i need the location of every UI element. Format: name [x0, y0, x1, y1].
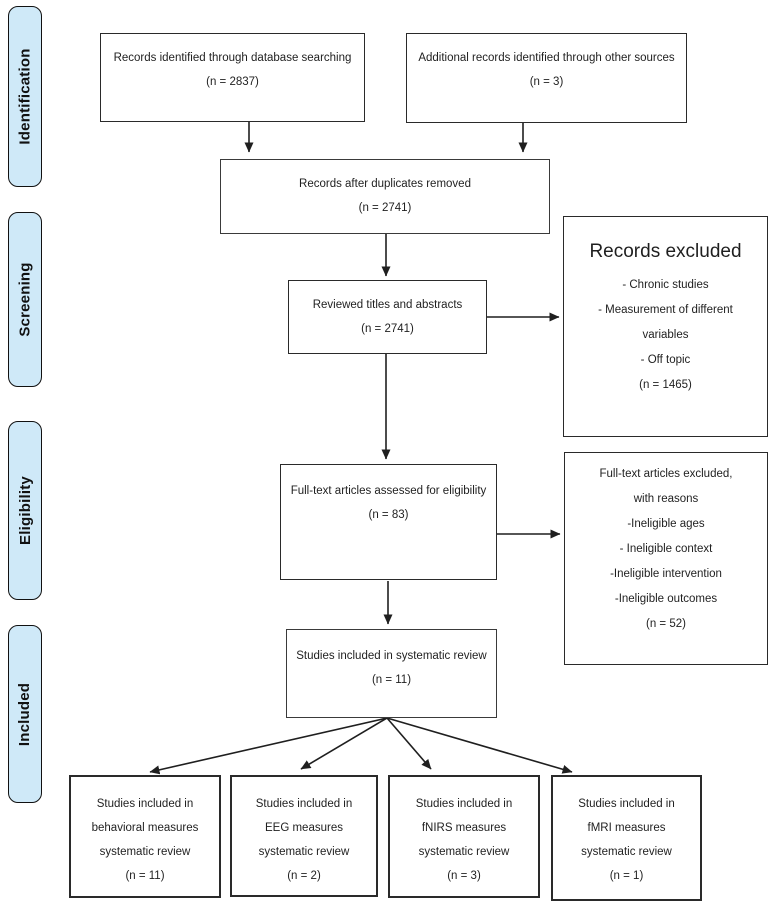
- box-fulltext-assessed: Full-text articles assessed for eligibil…: [280, 464, 497, 580]
- box-count: (n = 2837): [206, 76, 259, 88]
- box-records-excluded: Records excluded - Chronic studies - Mea…: [563, 216, 768, 437]
- box-included-systematic: Studies included in systematic review (n…: [286, 629, 497, 718]
- box-line: Full-text articles assessed for eligibil…: [290, 485, 487, 497]
- stage-label: Eligibility: [16, 476, 34, 545]
- box-line: Studies included in: [415, 798, 513, 810]
- box-eeg-measures: Studies included in EEG measures systema…: [230, 775, 378, 897]
- box-count: (n = 11): [371, 674, 412, 686]
- box-line: systematic review: [581, 846, 672, 858]
- box-line: Studies included in: [96, 798, 194, 810]
- sidebar-stage-screening: Screening: [8, 212, 42, 387]
- box-fmri-measures: Studies included in fMRI measures system…: [551, 775, 702, 901]
- box-count: (n = 2): [287, 870, 321, 882]
- box-line: systematic review: [258, 846, 350, 858]
- box-line: fNIRS measures: [421, 822, 507, 834]
- arrow-fan-eeg: [300, 717, 388, 770]
- box-count: (n = 1465): [639, 379, 692, 391]
- box-count: (n = 3): [529, 76, 564, 88]
- box-titles-abstracts: Reviewed titles and abstracts (n = 2741): [288, 280, 487, 354]
- stage-label: Screening: [16, 262, 34, 337]
- box-fulltext-excluded: Full-text articles excluded, with reason…: [564, 452, 768, 665]
- box-count: (n = 11): [125, 870, 165, 882]
- box-line: Records after duplicates removed: [299, 178, 471, 190]
- box-line: -Ineligible intervention: [610, 568, 722, 580]
- box-line: - Off topic: [640, 354, 691, 366]
- box-duplicates-removed: Records after duplicates removed (n = 27…: [220, 159, 550, 234]
- box-fnirs-measures: Studies included in fNIRS measures syste…: [388, 775, 540, 898]
- box-count: (n = 3): [447, 870, 481, 882]
- box-line: Additional records identified through ot…: [418, 52, 675, 64]
- sidebar-stage-included: Included: [8, 625, 42, 803]
- sidebar-stage-eligibility: Eligibility: [8, 421, 42, 600]
- box-count: (n = 1): [609, 870, 644, 882]
- stage-label: Identification: [16, 48, 34, 145]
- box-records-identified: Records identified through database sear…: [100, 33, 365, 122]
- box-reasons: - Chronic studies - Measurement of diffe…: [564, 273, 767, 398]
- box-line: Full-text articles excluded,: [599, 468, 733, 480]
- box-line: with reasons: [633, 493, 699, 505]
- box-behavioral-measures: Studies included in behavioral measures …: [69, 775, 221, 898]
- box-additional-records: Additional records identified through ot…: [406, 33, 687, 123]
- box-line: systematic review: [418, 846, 510, 858]
- box-line: systematic review: [99, 846, 191, 858]
- box-line: Studies included in: [578, 798, 675, 810]
- box-line: fMRI measures: [587, 822, 666, 834]
- box-count: (n = 52): [646, 618, 686, 630]
- box-count: (n = 2741): [358, 202, 412, 214]
- box-line: Records identified through database sear…: [113, 52, 352, 64]
- arrow-fan-fmri: [386, 717, 573, 774]
- box-count: (n = 2741): [361, 323, 414, 335]
- sidebar-stage-identification: Identification: [8, 6, 42, 187]
- box-line: -Ineligible ages: [627, 518, 705, 530]
- box-line: Studies included in: [255, 798, 353, 810]
- stage-label: Included: [16, 682, 34, 746]
- box-line: - Measurement of different: [598, 304, 733, 316]
- box-line: behavioral measures: [91, 822, 199, 834]
- box-reasons: Full-text articles excluded, with reason…: [565, 453, 767, 637]
- box-line: - Chronic studies: [622, 279, 709, 291]
- box-line: variables: [642, 329, 689, 341]
- box-line: Reviewed titles and abstracts: [312, 299, 463, 311]
- box-line: -Ineligible outcomes: [614, 593, 718, 605]
- box-title: Records excluded: [589, 241, 742, 262]
- box-line: - Ineligible context: [619, 543, 713, 555]
- box-line: Studies included in systematic review: [296, 650, 487, 662]
- box-line: EEG measures: [265, 822, 343, 834]
- arrow-fan-fnirs: [386, 717, 432, 770]
- box-count: (n = 83): [368, 509, 409, 521]
- arrow-fan-behavioral: [149, 717, 388, 775]
